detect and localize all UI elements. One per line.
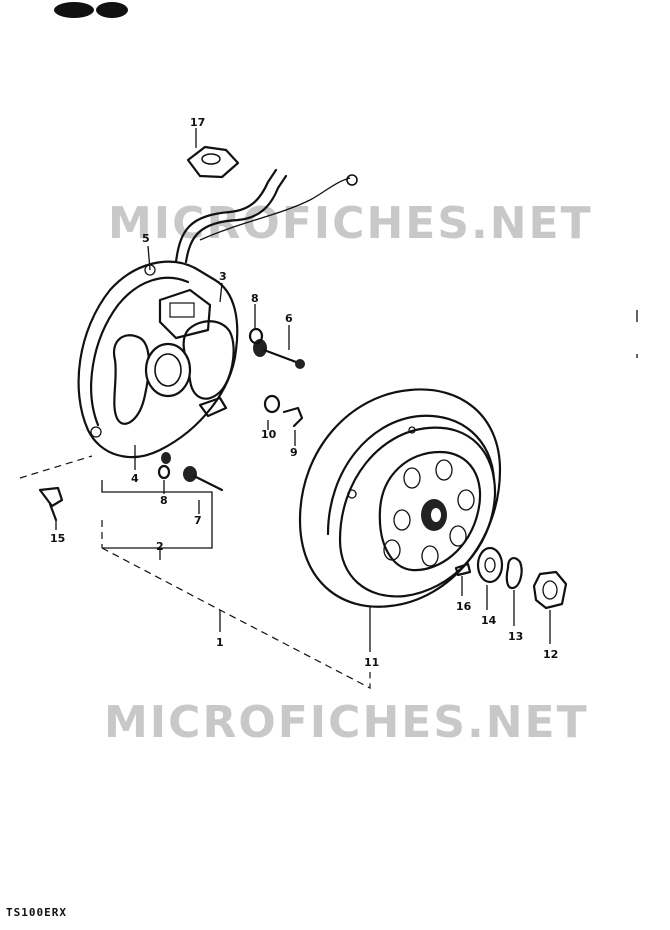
screw-part-15 xyxy=(38,486,64,522)
label-part-15: 15 xyxy=(50,532,65,545)
label-part-6: 6 xyxy=(285,312,293,325)
label-part-2: 2 xyxy=(156,540,164,553)
label-part-4: 4 xyxy=(131,472,139,485)
label-part-12: 12 xyxy=(543,648,558,661)
bolt-part-7 xyxy=(183,466,224,492)
washer-part-10 xyxy=(263,394,281,414)
label-part-1: 1 xyxy=(216,636,224,649)
washer-part-14 xyxy=(476,546,504,584)
nut-part-12 xyxy=(532,570,568,610)
washer-part-8-lower xyxy=(157,452,171,480)
label-part-10: 10 xyxy=(261,428,277,441)
assembly-brackets xyxy=(19,455,371,689)
stator-plate-assembly xyxy=(77,260,239,459)
label-part-8-upper: 8 xyxy=(251,292,259,305)
watermark-top: MICROFICHES.NET xyxy=(108,198,593,249)
flywheel-rotor-part-11 xyxy=(298,388,502,608)
label-part-7: 7 xyxy=(194,514,202,527)
model-code: TS100ERX xyxy=(6,906,67,919)
leader-lines xyxy=(55,245,551,652)
label-part-3: 3 xyxy=(219,270,227,283)
screw-part-9 xyxy=(282,406,304,428)
key-part-16 xyxy=(454,562,472,577)
watermark-bottom: MICROFICHES.NET xyxy=(104,697,589,748)
wire-harness xyxy=(174,168,358,264)
screw-part-6 xyxy=(253,339,305,369)
washer-part-8-upper xyxy=(248,327,264,345)
corner-scan-mark xyxy=(54,2,128,18)
label-part-16: 16 xyxy=(456,600,472,613)
label-part-11: 11 xyxy=(364,656,379,669)
label-part-13: 13 xyxy=(508,630,523,643)
label-part-5: 5 xyxy=(142,232,150,245)
label-part-17: 17 xyxy=(190,116,205,129)
label-part-8-lower: 8 xyxy=(160,494,168,507)
lock-washer-part-13 xyxy=(505,557,523,590)
label-part-9: 9 xyxy=(290,446,298,459)
grommet-part-17 xyxy=(186,128,240,179)
label-part-14: 14 xyxy=(481,614,497,627)
